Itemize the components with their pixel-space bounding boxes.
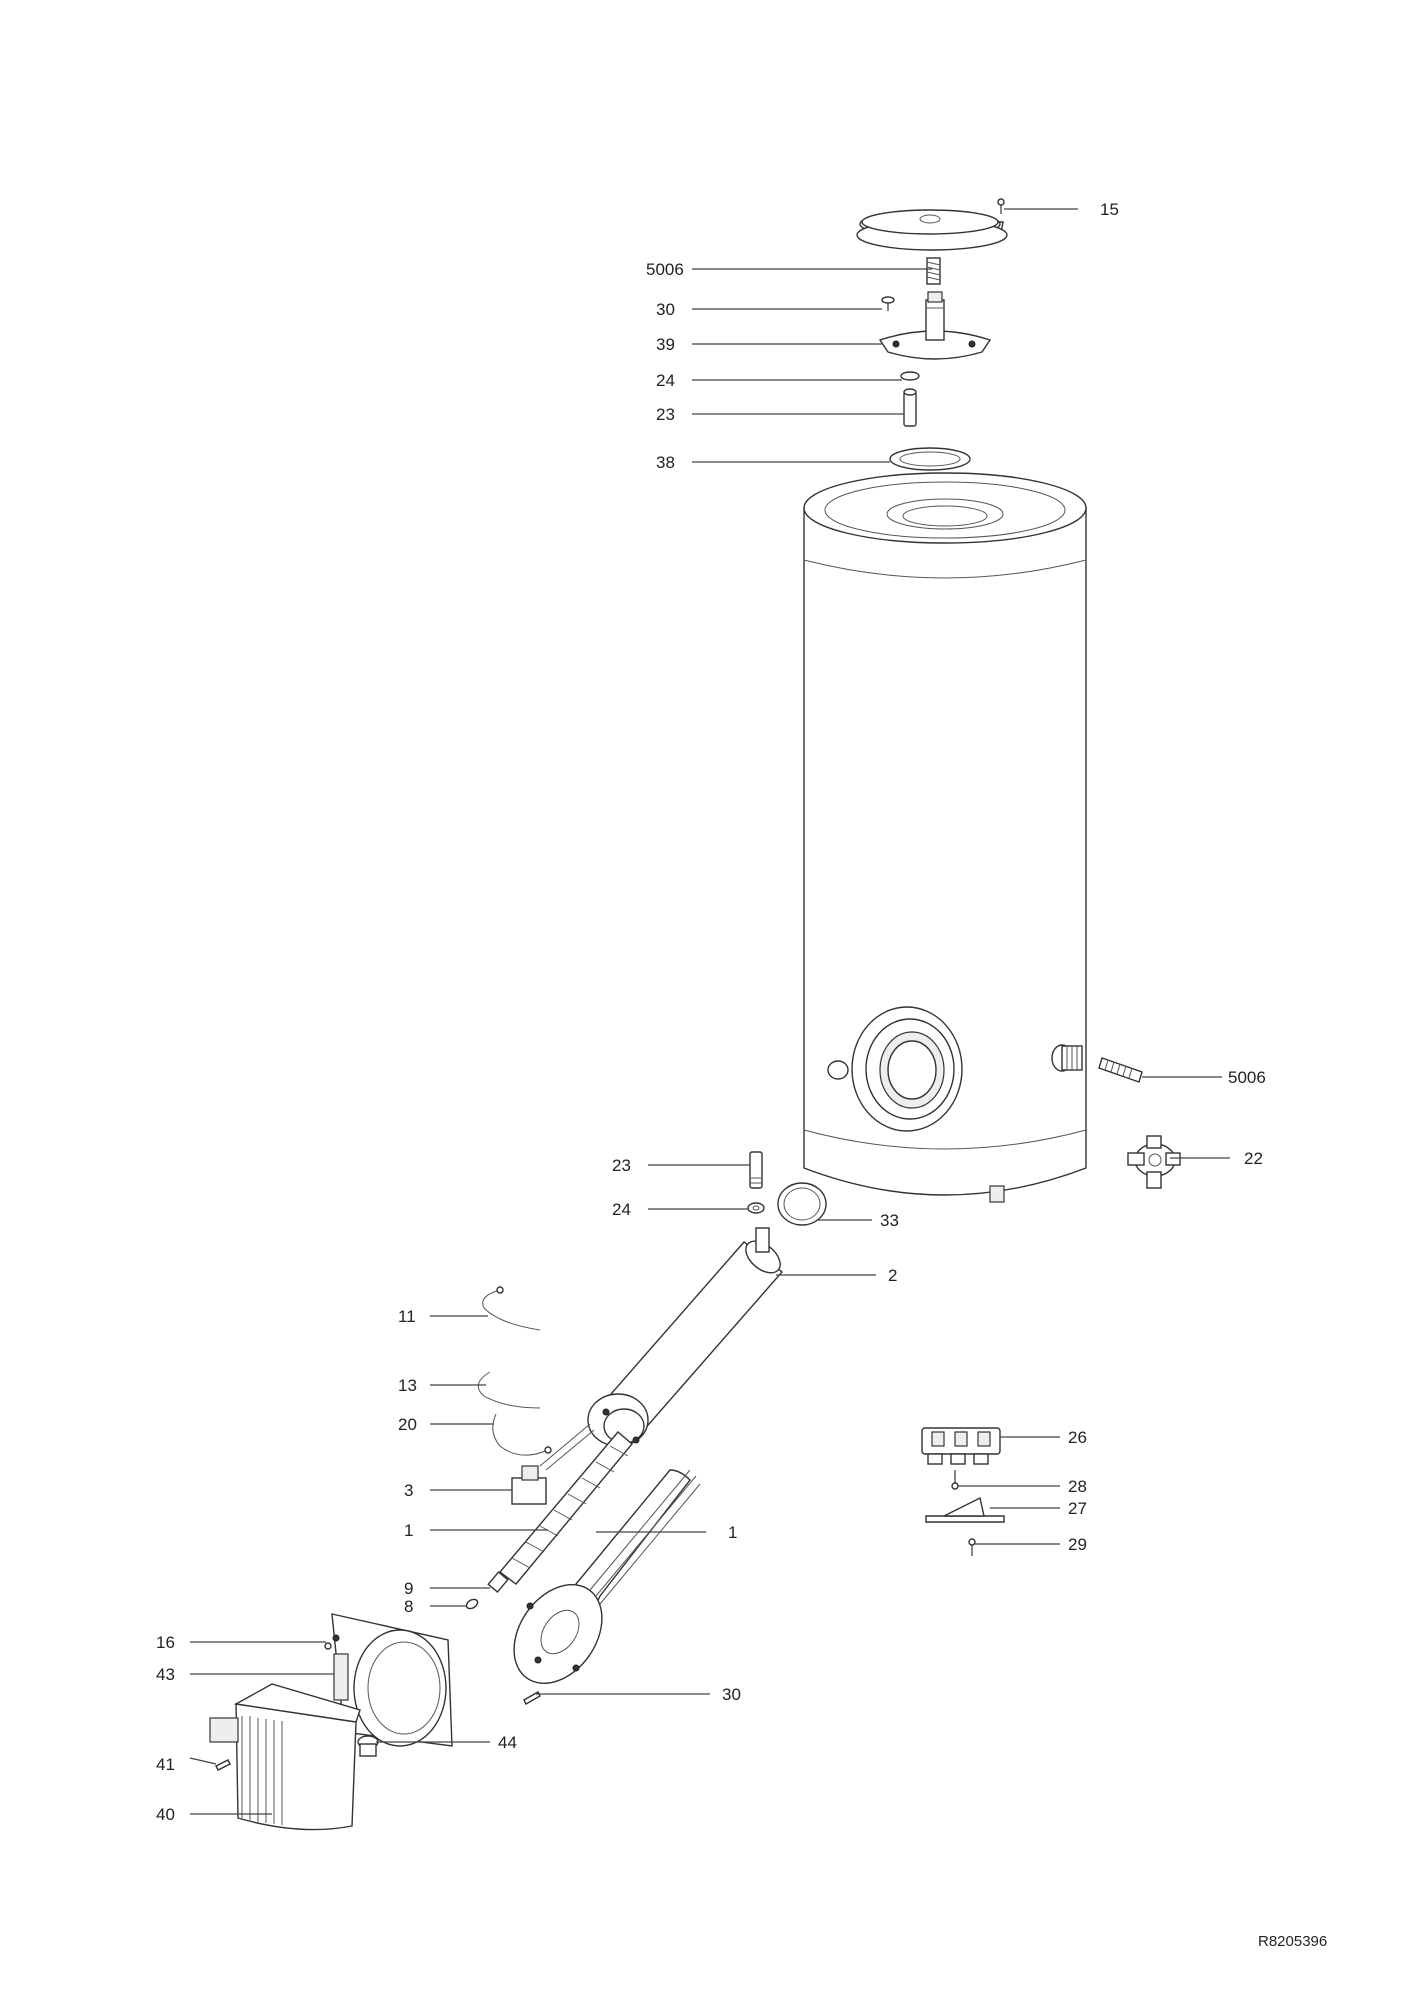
cable-gland-44 (357, 1735, 379, 1757)
heating-sheath-2 (587, 1227, 784, 1447)
wire-20 (492, 1413, 552, 1456)
callout-44: 44 (498, 1733, 517, 1752)
callout-1-right: 1 (728, 1523, 737, 1542)
callout-29: 29 (1068, 1535, 1087, 1554)
top-cover (856, 209, 1008, 251)
callout-5006-side: 5006 (1228, 1068, 1266, 1087)
element-tip-9 (487, 1571, 509, 1593)
washer-24-mid (747, 1202, 765, 1214)
callout-38: 38 (656, 453, 675, 472)
tank-side-socket (1051, 1044, 1083, 1072)
bolt-23-mid (749, 1151, 763, 1189)
callout-20: 20 (398, 1415, 417, 1434)
screw-15 (997, 198, 1005, 214)
washer-24-top (900, 371, 920, 381)
callout-16: 16 (156, 1633, 175, 1652)
callout-43: 43 (156, 1665, 175, 1684)
bracket-27 (925, 1496, 1005, 1523)
callout-24-mid: 24 (612, 1200, 631, 1219)
callout-22: 22 (1244, 1149, 1263, 1168)
callout-28: 28 (1068, 1477, 1087, 1496)
callout-2: 2 (888, 1266, 897, 1285)
callout-labels: 15 5006 30 39 24 23 38 5006 22 23 24 33 … (156, 200, 1266, 1824)
callout-9: 9 (404, 1579, 413, 1598)
callout-1-left: 1 (404, 1521, 413, 1540)
callout-41: 41 (156, 1755, 175, 1774)
terminal-block-26 (921, 1427, 1001, 1465)
spring-5006-top (926, 257, 941, 285)
callout-40: 40 (156, 1805, 175, 1824)
callout-15: 15 (1100, 200, 1119, 219)
heating-element-1a (498, 1431, 633, 1585)
sensor-8 (465, 1598, 479, 1610)
callout-23-top: 23 (656, 405, 675, 424)
tank-flange-port (827, 1006, 963, 1132)
bottom-cover-43 (331, 1613, 453, 1747)
screw-30-top (881, 296, 895, 311)
valve-22 (1127, 1135, 1181, 1189)
thermostat-3 (511, 1423, 595, 1505)
callout-26: 26 (1068, 1428, 1087, 1447)
wire-13 (477, 1371, 541, 1409)
callout-8: 8 (404, 1597, 413, 1616)
callout-33: 33 (880, 1211, 899, 1230)
callout-30-bottom: 30 (722, 1685, 741, 1704)
callout-30-top: 30 (656, 300, 675, 319)
heating-element-1b (513, 1469, 701, 1685)
callout-11: 11 (398, 1307, 416, 1326)
callout-3: 3 (404, 1481, 413, 1500)
drawing-reference: R8205396 (1258, 1933, 1327, 1950)
screw-41 (215, 1759, 231, 1771)
callout-5006-top: 5006 (646, 260, 684, 279)
leader-lines (189, 208, 1230, 1815)
thermostat-39 (878, 291, 992, 360)
screw-30-bottom (523, 1691, 541, 1705)
bolt-23-top (903, 388, 917, 427)
callout-23-mid: 23 (612, 1156, 631, 1175)
screw-29 (968, 1538, 976, 1556)
callout-13: 13 (398, 1376, 417, 1395)
screw-16 (324, 1642, 332, 1650)
gasket-38 (889, 447, 971, 471)
screw-28 (951, 1470, 959, 1490)
gasket-33 (777, 1182, 827, 1226)
front-panel-40 (209, 1683, 361, 1831)
callout-24-top: 24 (656, 371, 675, 390)
callout-39: 39 (656, 335, 675, 354)
wire-11 (482, 1286, 541, 1331)
callout-27: 27 (1068, 1499, 1087, 1518)
spring-5006-side (1098, 1057, 1143, 1083)
